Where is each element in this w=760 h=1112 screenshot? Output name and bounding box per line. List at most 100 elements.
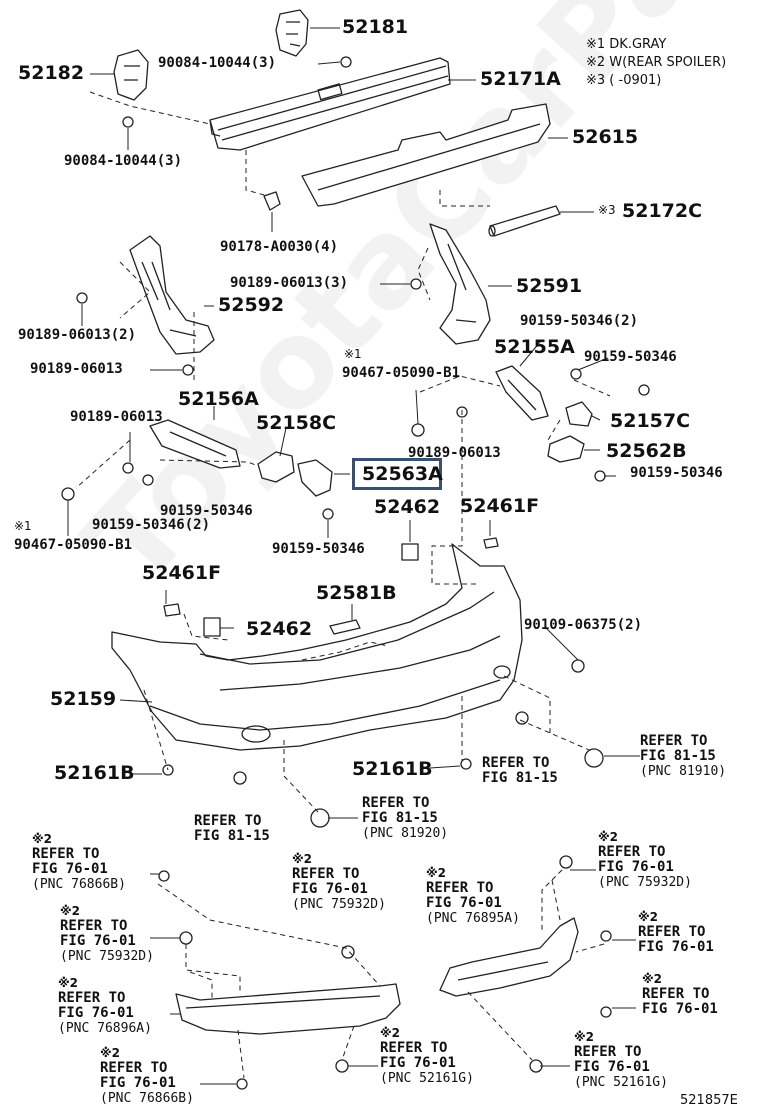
part-90467-05090-B1-right-label[interactable]: 90467-05090-B1 — [342, 365, 461, 381]
part-52161B-left-label[interactable]: 52161B — [54, 762, 135, 784]
ref-note-mark: ※2 — [638, 910, 659, 924]
ref-note-mark: ※2 — [380, 1026, 401, 1040]
ref-line: REFER TO — [60, 918, 128, 934]
part-90084-10044-lower-label[interactable]: 90084-10044(3) — [64, 153, 183, 169]
reference-fig-76-01-pnc-75932d-left[interactable]: ※2 REFER TO FIG 76-01 (PNC 75932D) — [60, 904, 154, 964]
ref-note-mark: ※2 — [426, 866, 447, 880]
ref-note-mark: ※2 — [642, 972, 663, 986]
part-52462-top-label[interactable]: 52462 — [374, 496, 441, 518]
part-52461F-left-label[interactable]: 52461F — [142, 562, 222, 584]
part-52581B-label[interactable]: 52581B — [316, 582, 397, 604]
ref-line: FIG 76-01 — [598, 859, 674, 875]
part-90189-06013-qty3-label[interactable]: 90189-06013(3) — [230, 275, 349, 291]
part-90159-50346-qty2-right-label[interactable]: 90159-50346(2) — [520, 313, 639, 329]
part-52172C-label[interactable]: 52172C — [622, 200, 703, 222]
part-90189-06013-upper-label[interactable]: 90189-06013 — [70, 409, 163, 425]
ref-line: FIG 76-01 — [292, 881, 368, 897]
ref-pnc: (PNC 81910) — [640, 764, 727, 779]
reference-fig-81-15-left[interactable]: REFER TO FIG 81-15 — [194, 814, 270, 844]
ref-note-mark: ※2 — [60, 904, 81, 918]
part-52159-label[interactable]: 52159 — [50, 688, 117, 710]
part-90178-A0030-label[interactable]: 90178-A0030(4) — [220, 239, 339, 255]
part-52161B-mid-label[interactable]: 52161B — [352, 758, 433, 780]
part-52172C-note-mark: ※3 — [598, 203, 616, 217]
reference-fig-76-01-pnc-52161g-mid[interactable]: ※2 REFER TO FIG 76-01 (PNC 52161G) — [380, 1026, 474, 1086]
highlighted-part-box — [352, 458, 442, 490]
ref-line: REFER TO — [100, 1060, 168, 1076]
bracket-52155A-drawing — [495, 365, 549, 421]
ref-line: FIG 76-01 — [638, 939, 714, 955]
part-90189-06013-qty2-label[interactable]: 90189-06013(2) — [18, 327, 137, 343]
ref-line: REFER TO — [292, 866, 360, 882]
part-90189-06013-mid-label[interactable]: 90189-06013 — [408, 445, 501, 461]
pad-52462-top-drawing — [401, 543, 419, 561]
part-52591-label[interactable]: 52591 — [516, 275, 583, 297]
part-52461F-top-label[interactable]: 52461F — [460, 495, 540, 517]
ref-line: REFER TO — [426, 880, 494, 896]
ref-line: FIG 81-15 — [362, 810, 438, 826]
ref-line: REFER TO — [58, 990, 126, 1006]
reference-fig-76-01-pnc-76895a[interactable]: ※2 REFER TO FIG 76-01 (PNC 76895A) — [426, 866, 520, 926]
part-52182-label[interactable]: 52182 — [18, 62, 85, 84]
ref-note-mark: ※2 — [574, 1030, 595, 1044]
part-90159-50346-right-label[interactable]: 90159-50346 — [584, 349, 677, 365]
reference-fig-81-15-pnc-81910[interactable]: REFER TO FIG 81-15 (PNC 81910) — [640, 733, 727, 780]
part-52615-label[interactable]: 52615 — [572, 126, 639, 148]
ref-line: REFER TO — [642, 986, 710, 1002]
part-90159-50346-qty2-left-label[interactable]: 90159-50346(2) — [92, 517, 211, 533]
reference-fig-81-15-right[interactable]: REFER TO FIG 81-15 — [482, 756, 558, 786]
part-90159-50346-lower-right-label[interactable]: 90159-50346 — [630, 465, 723, 481]
part-52562B-label[interactable]: 52562B — [606, 440, 687, 462]
part-52158C-label[interactable]: 52158C — [256, 412, 337, 434]
reference-fig-76-01-right-upper[interactable]: ※2 REFER TO FIG 76-01 — [638, 910, 714, 955]
ref-pnc: (PNC 81920) — [362, 826, 449, 841]
ref-pnc: (PNC 76895A) — [426, 911, 520, 926]
legend-note-3: ※3 ( -0901) — [586, 73, 662, 88]
part-90084-10044-upper-label[interactable]: 90084-10044(3) — [158, 55, 277, 71]
part-90467-05090-B1-left-label[interactable]: 90467-05090-B1 — [14, 537, 133, 553]
dashed-guides — [75, 91, 611, 1079]
ref-line: REFER TO — [640, 733, 708, 749]
bracket-52181-drawing — [275, 9, 309, 57]
ref-pnc: (PNC 75932D) — [60, 949, 154, 964]
reference-fig-76-01-pnc-75932d-right[interactable]: ※2 REFER TO FIG 76-01 (PNC 75932D) — [598, 830, 692, 890]
part-52157C-label[interactable]: 52157C — [610, 410, 691, 432]
part-52181-label[interactable]: 52181 — [342, 16, 409, 38]
ref-note-mark: ※2 — [100, 1046, 121, 1060]
ref-note-mark: ※2 — [32, 832, 53, 846]
part-90109-06375-label[interactable]: 90109-06375(2) — [524, 617, 643, 633]
part-52462-left-label[interactable]: 52462 — [246, 618, 313, 640]
rod-52172C-drawing — [488, 205, 561, 237]
reference-fig-76-01-pnc-75932d-mid[interactable]: ※2 REFER TO FIG 76-01 (PNC 75932D) — [292, 852, 386, 912]
diagram-code: 521857E — [680, 1093, 738, 1108]
part-90159-50346-mid-label[interactable]: 90159-50346 — [160, 503, 253, 519]
ref-line: FIG 76-01 — [574, 1059, 650, 1075]
ref-line: FIG 76-01 — [642, 1001, 718, 1017]
spoiler-left-drawing — [175, 983, 401, 1035]
part-90189-06013-left-label[interactable]: 90189-06013 — [30, 361, 123, 377]
pad-52462-left-drawing — [203, 617, 221, 637]
part-90467-left-note-mark: ※1 — [14, 519, 32, 533]
part-52563A-label[interactable]: 52563A — [362, 463, 443, 485]
absorber-52615-drawing — [301, 103, 551, 207]
fasteners-drawing — [61, 56, 650, 1090]
ref-line: FIG 76-01 — [100, 1075, 176, 1091]
ref-line: FIG 76-01 — [32, 861, 108, 877]
reference-fig-76-01-pnc-76896a[interactable]: ※2 REFER TO FIG 76-01 (PNC 76896A) — [58, 976, 152, 1036]
part-90159-50346-bottom-label[interactable]: 90159-50346 — [272, 541, 365, 557]
part-52156A-label[interactable]: 52156A — [178, 388, 259, 410]
bracket-52156A-drawing — [149, 419, 241, 469]
retainer-52591-drawing — [429, 223, 491, 345]
reference-fig-81-15-pnc-81920[interactable]: REFER TO FIG 81-15 (PNC 81920) — [362, 796, 449, 842]
bracket-52157C-drawing — [565, 401, 593, 427]
part-52592-label[interactable]: 52592 — [218, 294, 285, 316]
part-52155A-label[interactable]: 52155A — [494, 336, 575, 358]
reference-fig-76-01-right-lower[interactable]: ※2 REFER TO FIG 76-01 — [642, 972, 718, 1017]
reference-fig-76-01-pnc-76866b-bottom[interactable]: ※2 REFER TO FIG 76-01 (PNC 76866B) — [100, 1046, 194, 1106]
ref-line: REFER TO — [32, 846, 100, 862]
reference-fig-76-01-pnc-52161g-right[interactable]: ※2 REFER TO FIG 76-01 (PNC 52161G) — [574, 1030, 668, 1090]
retainer-52592-drawing — [129, 235, 215, 355]
reference-fig-76-01-pnc-76866b-top[interactable]: ※2 REFER TO FIG 76-01 (PNC 76866B) — [32, 832, 126, 892]
part-52171A-label[interactable]: 52171A — [480, 68, 561, 90]
